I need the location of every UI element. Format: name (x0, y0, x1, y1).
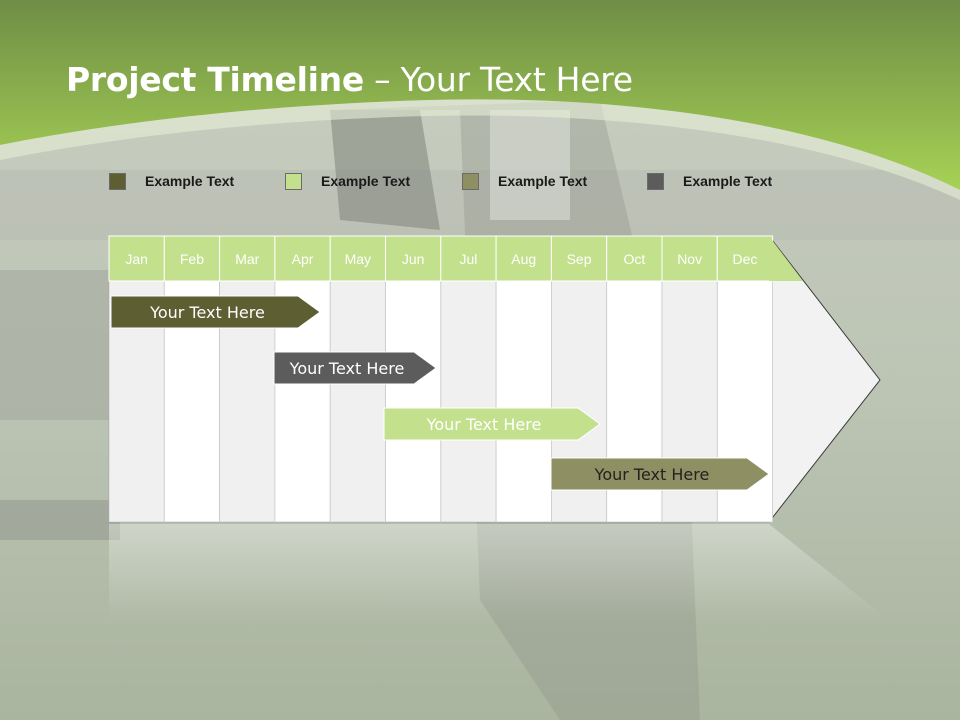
month-label: May (345, 251, 371, 267)
month-header-nov (661, 235, 718, 282)
month-header-jan (108, 235, 165, 282)
month-column-may (329, 280, 386, 523)
task-bar-2 (273, 351, 437, 385)
legend-swatch-3 (462, 172, 479, 190)
month-header-apr (274, 235, 331, 282)
legend-label-3: Example Text (498, 173, 588, 189)
month-label: Sep (567, 251, 592, 267)
month-column-aug (495, 280, 552, 523)
month-header-feb (163, 235, 221, 282)
header-arrow-tip (769, 236, 803, 281)
legend-swatch-1 (109, 172, 126, 190)
month-label: Jun (402, 251, 425, 267)
timeline-reflection (109, 524, 880, 620)
legend-label-4: Example Text (683, 173, 773, 189)
legend-item-2: Example Text (285, 170, 410, 192)
task-label-4: Your Text Here (594, 465, 710, 484)
page-title: Project Timeline – Your Text Here (66, 60, 633, 99)
task-bar-3 (383, 407, 601, 441)
legend-item-4: Example Text (647, 170, 772, 192)
month-header-may (329, 235, 387, 282)
month-label: Jul (459, 251, 477, 267)
title-rest: – Your Text Here (363, 60, 633, 99)
title-bold: Project Timeline (66, 60, 364, 99)
legend-label-1: Example Text (145, 173, 235, 189)
task-label-2: Your Text Here (289, 359, 405, 378)
month-column-jul (440, 280, 497, 523)
legend-item-1: Example Text (109, 170, 234, 192)
month-label: Jan (125, 251, 148, 267)
month-label: Apr (292, 251, 314, 267)
month-header-jun (385, 235, 442, 282)
month-label: Mar (235, 251, 259, 267)
legend-label-2: Example Text (321, 173, 411, 189)
task-bar-1 (110, 295, 321, 329)
task-label-3: Your Text Here (426, 415, 542, 434)
task-bar-4 (550, 457, 770, 491)
month-label: Feb (180, 251, 204, 267)
month-header-oct (606, 235, 663, 282)
month-label: Nov (677, 251, 702, 267)
legend-swatch-4 (647, 172, 664, 190)
legend-swatch-2 (285, 172, 302, 190)
month-label: Dec (732, 251, 757, 267)
legend-item-3: Example Text (462, 170, 587, 192)
month-label: Aug (511, 251, 536, 267)
month-label: Oct (623, 251, 645, 267)
task-label-1: Your Text Here (149, 303, 265, 322)
month-header-aug (495, 235, 552, 282)
month-column-jun (385, 280, 442, 523)
